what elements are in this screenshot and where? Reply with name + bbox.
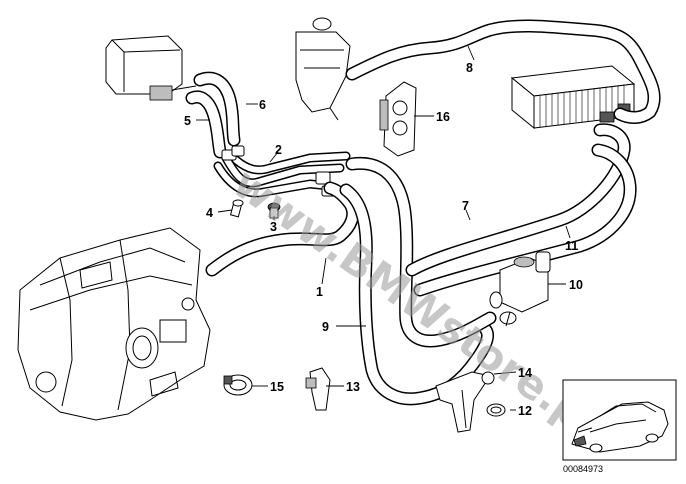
pipe-assembly-2 [213,145,351,198]
callout-15: 15 [270,380,284,394]
callout-7: 7 [462,199,469,213]
callout-10: 10 [569,278,583,292]
clamp-15 [223,374,253,396]
callout-11: 11 [565,239,578,253]
car-thumbnail [562,379,677,461]
water-valve-10 [489,251,551,327]
clamp-12 [486,403,506,417]
coolant-reservoir [105,35,197,101]
bracket-16 [379,81,417,157]
bracket-14 [435,371,495,433]
hose-7 [405,123,631,277]
callout-12: 12 [518,404,532,418]
expansion-tank [295,17,351,121]
callouts: 1 2 3 4 5 6 7 8 9 10 11 12 13 14 15 16 [184,61,583,418]
callout-13: 13 [346,380,360,394]
hose-8 [345,19,661,124]
callout-16: 16 [436,110,450,124]
callout-4: 4 [206,206,213,220]
callout-14: 14 [518,366,532,380]
callout-6: 6 [259,98,266,112]
hose-6 [193,71,241,147]
hose-5 [185,90,227,159]
callout-8: 8 [466,61,473,75]
leader-lines [196,45,571,411]
hose-1 [205,181,360,277]
hose-9 [339,156,497,406]
callout-1: 1 [316,285,323,299]
hose-11 [413,143,637,297]
callout-3: 3 [270,220,277,234]
screw-4 [229,199,244,218]
callout-9: 9 [322,320,329,334]
engine-block [17,227,211,421]
document-number: 00084973 [563,464,603,474]
callout-5: 5 [184,114,191,128]
callout-2: 2 [275,143,282,157]
bracket-13 [305,367,331,411]
